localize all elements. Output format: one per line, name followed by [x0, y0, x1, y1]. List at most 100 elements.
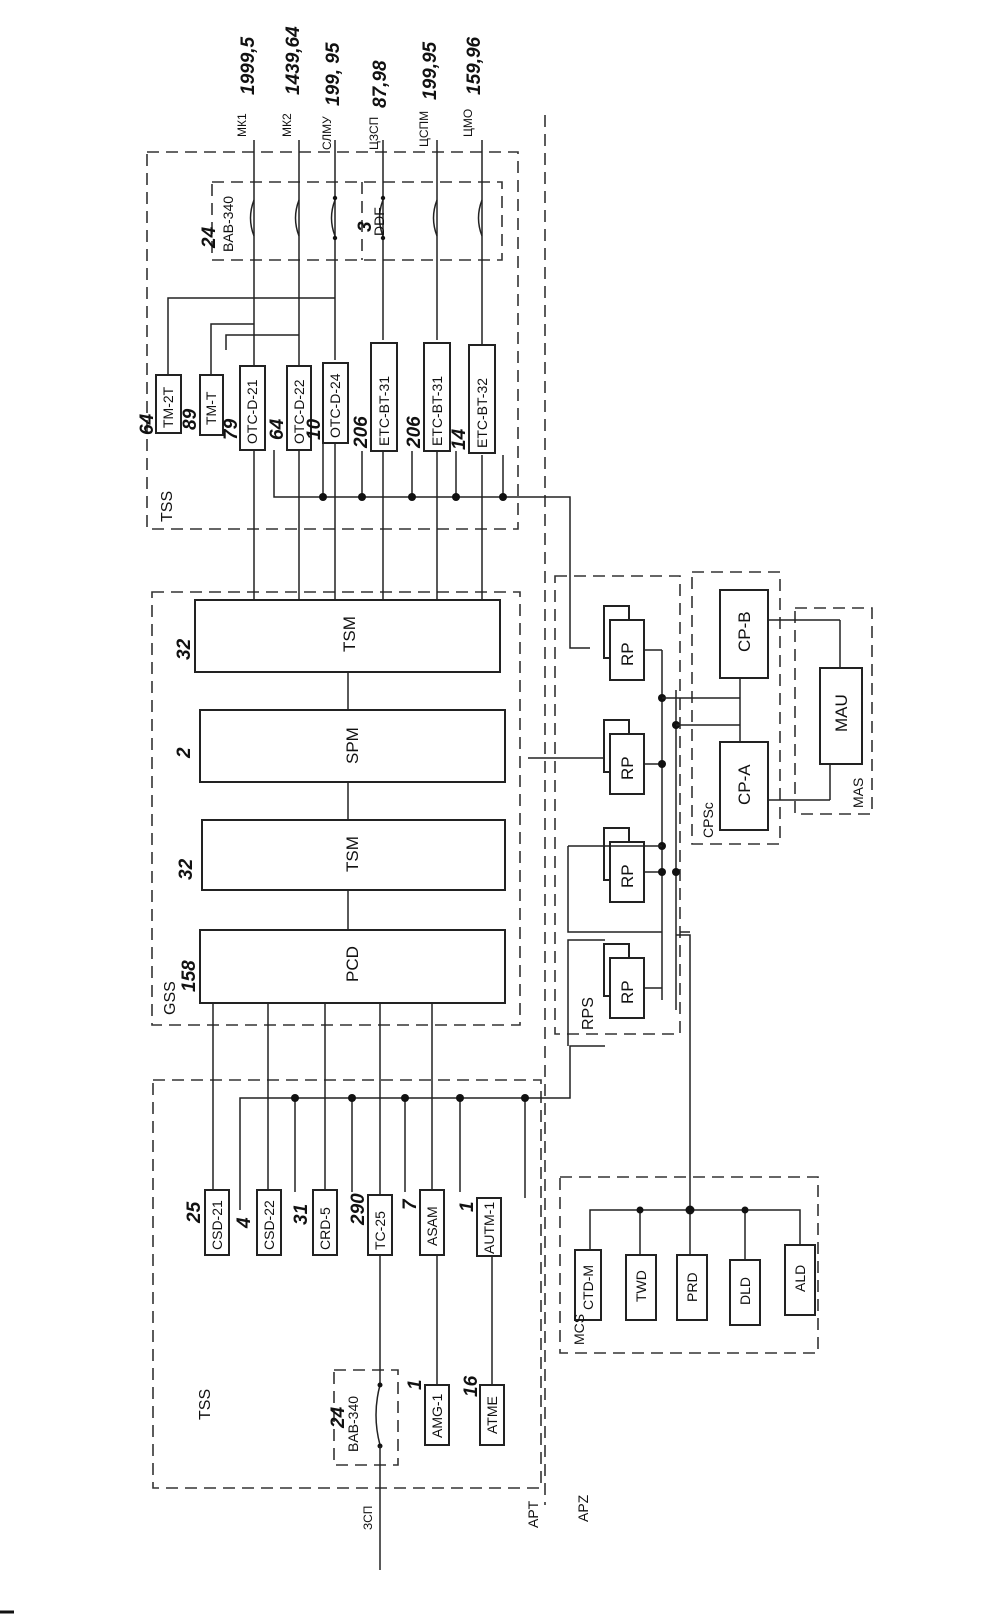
- rp-box-1: [609, 619, 645, 681]
- cpa-name: CP-A: [735, 764, 754, 805]
- tss-top-control-bus: [273, 443, 590, 649]
- bab-bottom: 24 BAB-340 ЗСП: [328, 1255, 399, 1570]
- etc32-box: [468, 344, 496, 454]
- trunk-label-zsp: ЗСП: [361, 1506, 375, 1530]
- gss-to-tss-lines: [212, 1003, 433, 1195]
- mas-label: MAS: [850, 778, 866, 808]
- etc31a-box: [370, 342, 398, 452]
- etc31a-count: 206: [351, 416, 372, 449]
- tss-bottom-frame: [152, 1079, 542, 1489]
- bab-bottom-name: BAB-340: [345, 1396, 361, 1452]
- trunk-label-mk1: МК1: [235, 113, 249, 137]
- otc24-name: OTC-D-24: [327, 373, 343, 438]
- otc21-box: [239, 365, 266, 451]
- csd21-box: [204, 1189, 230, 1256]
- asam-name: ASAM: [424, 1206, 440, 1246]
- ald-box: [784, 1244, 816, 1316]
- trunk-label-slmu: СЛМУ: [320, 116, 334, 150]
- trunk-value-mk1: 1999,5: [238, 36, 259, 95]
- bab-bottom-count: 24: [328, 1406, 349, 1429]
- atme-count: 16: [461, 1375, 482, 1397]
- cpb-box: [719, 589, 769, 679]
- spm-count: 2: [174, 747, 195, 759]
- tm2t-count: 64: [137, 413, 158, 435]
- ddf-name: DDF: [371, 207, 387, 236]
- pcd-box: [199, 929, 506, 1004]
- tsm1-name: TSM: [340, 616, 359, 652]
- otc21-count: 79: [221, 418, 242, 440]
- spm-name: SPM: [343, 727, 362, 764]
- etc31a-name: ETC-BT-31: [376, 376, 392, 446]
- rps-group: RP RP RP RP: [567, 605, 740, 1200]
- crd5-box: [312, 1189, 338, 1256]
- rps-frame: [554, 575, 681, 1035]
- bab-top-count: 24: [199, 226, 220, 249]
- csd22-count: 4: [234, 1217, 255, 1229]
- cpsc-frame: [691, 571, 781, 845]
- trunk-label-czsp: ЦЗСП: [367, 117, 381, 150]
- mas-frame: [794, 607, 873, 815]
- otc24-count: 10: [304, 418, 325, 440]
- dld-name: DLD: [737, 1277, 753, 1305]
- tmt-box: [199, 374, 224, 436]
- mas-group: MAU: [819, 620, 863, 800]
- etc32-name: ETC-BT-32: [474, 378, 490, 448]
- ddf-count: 3: [355, 221, 376, 232]
- tc25-name: TC-25: [372, 1211, 388, 1250]
- tm-feed-lines: [167, 297, 335, 375]
- tss-bottom-label: TSS: [197, 1389, 214, 1420]
- cpa-box: [719, 741, 769, 831]
- tsm2-count: 32: [176, 858, 197, 880]
- prd-name: PRD: [684, 1272, 700, 1302]
- autm1-name: AUTM-1: [481, 1202, 497, 1254]
- tss-top-frame: [146, 151, 519, 530]
- cpsc-label: CPSc: [700, 802, 716, 838]
- otc24-box: [322, 362, 349, 444]
- prd-box: [676, 1254, 708, 1321]
- amg1-count: 1: [405, 1379, 426, 1390]
- tm2t-name: TM-2T: [160, 386, 176, 428]
- tsm1-count: 32: [174, 638, 195, 660]
- ctdm-box: [574, 1249, 602, 1321]
- tsm2-name: TSM: [343, 836, 362, 872]
- otc22-count: 64: [267, 418, 288, 440]
- tmt-count: 89: [180, 408, 201, 430]
- trunk-label-cmo: ЦМО: [461, 109, 475, 137]
- apt-label: APT: [525, 1500, 541, 1528]
- rp-label-4: RP: [618, 980, 637, 1004]
- tmt-name: TM-T: [203, 391, 219, 425]
- bab-switches-top: [249, 195, 483, 241]
- trunk-value-czsp: 87,98: [370, 60, 391, 108]
- pcd-count: 158: [179, 960, 200, 992]
- etc32-count: 14: [449, 428, 470, 450]
- gss-blocks: TSM 32 SPM 2 TSM 32 PCD 158: [174, 599, 506, 1004]
- csd22-name: CSD-22: [261, 1200, 277, 1250]
- trunk-value-mk2: 1439,64: [283, 26, 304, 95]
- bab-bottom-frame: [333, 1369, 399, 1466]
- twd-box: [625, 1254, 657, 1321]
- otc22-name: OTC-D-22: [291, 379, 307, 444]
- rp-label-2: RP: [618, 756, 637, 780]
- spm-box: [199, 709, 506, 783]
- csd22-box: [256, 1189, 282, 1256]
- csd21-count: 25: [184, 1201, 205, 1224]
- mcs-group: CTD-M TWD PRD DLD ALD: [574, 1200, 816, 1326]
- autm1-box: [476, 1197, 502, 1257]
- rp-box-3: [609, 841, 645, 903]
- tsm2-box: [201, 819, 506, 891]
- bab-ddf-frame: [211, 181, 503, 261]
- ald-name: ALD: [792, 1265, 808, 1292]
- otc21-name: OTC-D-21: [244, 379, 260, 444]
- tc25-count: 290: [348, 1193, 369, 1226]
- mau-box: [819, 667, 863, 765]
- autm1-count: 1: [457, 1201, 478, 1212]
- tss-bottom-devices: CSD-21 25 CSD-22 4 CRD-5 31 TC-25 290 AS…: [184, 1189, 505, 1446]
- tss-top-label: TSS: [159, 491, 176, 522]
- gss-label: GSS: [162, 981, 179, 1015]
- trunk-value-slmu: 199, 95: [323, 42, 344, 106]
- otc22-box: [286, 365, 312, 451]
- pcd-name: PCD: [343, 946, 362, 982]
- tss-top-devices: TM-2T 64 TM-T 89 OTC-D-21 79 OTC-D-22 64…: [137, 342, 496, 454]
- dld-box: [729, 1259, 761, 1326]
